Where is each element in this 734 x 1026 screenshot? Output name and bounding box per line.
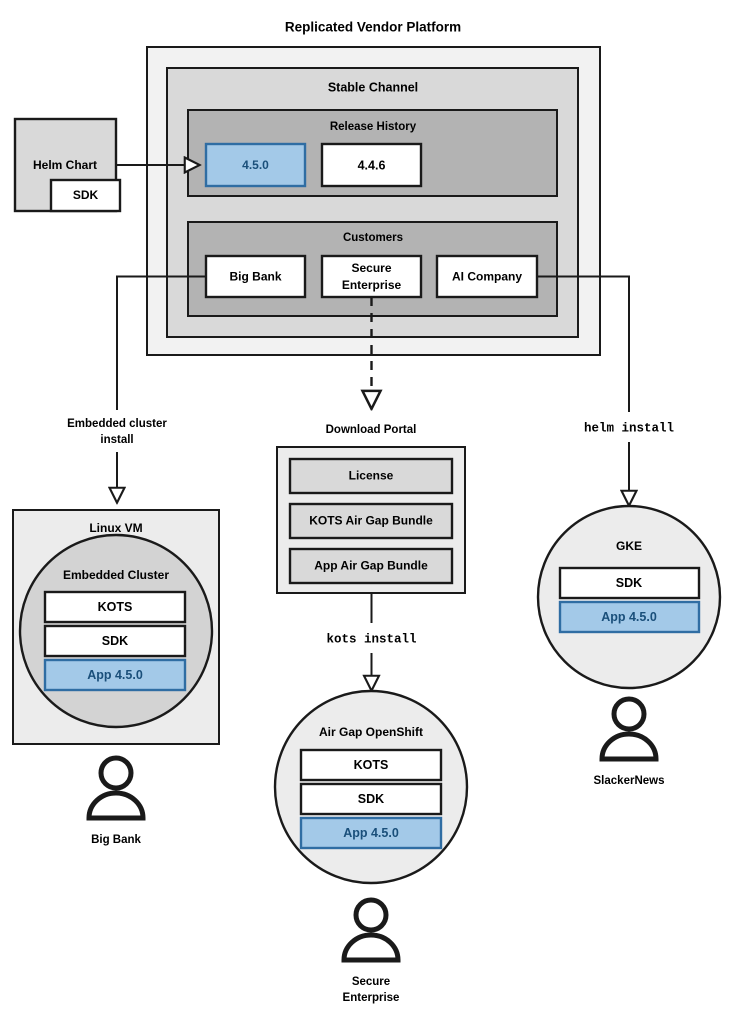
openshift-customer-label-line2: Enterprise [343,992,400,1004]
linux-vm-component-sdk[interactable] [43,624,187,658]
person-icon-secure-enterprise [341,897,401,963]
linux-vm-component-app-label: App 4.5.0 [87,668,143,682]
gke-label: GKE [616,539,642,553]
helm-chart-label: Helm Chart [33,158,97,172]
edge-label-embedded-install-line2: install [100,434,133,446]
customer-ai-company[interactable] [435,254,539,299]
customers-label: Customers [343,232,403,244]
gke-component-sdk[interactable] [558,566,701,600]
download-asset-kots-airgap-bundle-label: KOTS Air Gap Bundle [309,514,433,528]
download-asset-license[interactable] [288,457,454,495]
person-icon-big-bank [86,755,146,821]
edge-label-kots-install: kots install [326,632,416,646]
openshift-customer-label-line1: Secure [352,976,390,988]
download-asset-license-label: License [349,469,394,483]
download-asset-kots-airgap-bundle[interactable] [288,502,454,540]
helm-chart-sdk-label: SDK [73,188,99,202]
customer-big-bank[interactable] [204,254,307,299]
release-4-4-6-label: 4.4.6 [358,158,386,172]
openshift-component-sdk-label: SDK [358,792,384,806]
release-4-5-0-label: 4.5.0 [242,158,269,172]
gke-component-app[interactable] [558,600,701,634]
release-4-5-0[interactable] [204,142,307,188]
linux-vm-component-kots[interactable] [43,590,187,624]
openshift-component-kots[interactable] [299,748,443,782]
page-title: Replicated Vendor Platform [285,20,461,35]
embedded-cluster-label: Embedded Cluster [63,568,169,582]
stable-channel-label: Stable Channel [328,80,418,94]
customer-secure-enterprise-label-line1: Secure [351,261,391,275]
customer-ai-company-label: AI Company [452,270,522,284]
download-portal-title: Download Portal [326,424,417,436]
linux-vm-component-app[interactable] [43,658,187,692]
openshift-component-app-label: App 4.5.0 [343,826,399,840]
linux-vm-component-kots-label: KOTS [98,600,133,614]
release-history-label: Release History [330,121,417,133]
linux-vm-component-sdk-label: SDK [102,634,128,648]
edge-ai-company-to-gke [537,275,630,412]
openshift-component-sdk[interactable] [299,782,443,816]
openshift-component-kots-label: KOTS [354,758,389,772]
release-4-4-6[interactable] [320,142,423,188]
air-gap-openshift-label: Air Gap OpenShift [319,725,423,739]
helm-chart-sdk-box[interactable] [49,178,122,213]
openshift-component-app[interactable] [299,816,443,850]
edge-big-bank-to-linux-vm [116,275,206,410]
edge-label-helm-install: helm install [584,421,674,435]
customer-secure-enterprise[interactable] [320,254,423,299]
gke-customer-label: SlackerNews [594,775,665,787]
gke-component-app-label: App 4.5.0 [601,610,657,624]
customer-secure-enterprise-label-line2: Enterprise [342,278,402,292]
linux-vm-label: Linux VM [89,521,142,535]
gke-component-sdk-label: SDK [616,576,642,590]
person-icon-slackernews [599,696,659,762]
edge-label-embedded-install-line1: Embedded cluster [67,418,167,430]
linux-vm-customer-label: Big Bank [91,834,141,846]
download-asset-app-airgap-bundle-label: App Air Gap Bundle [314,559,428,573]
download-asset-app-airgap-bundle[interactable] [288,547,454,585]
customer-big-bank-label: Big Bank [229,270,281,284]
